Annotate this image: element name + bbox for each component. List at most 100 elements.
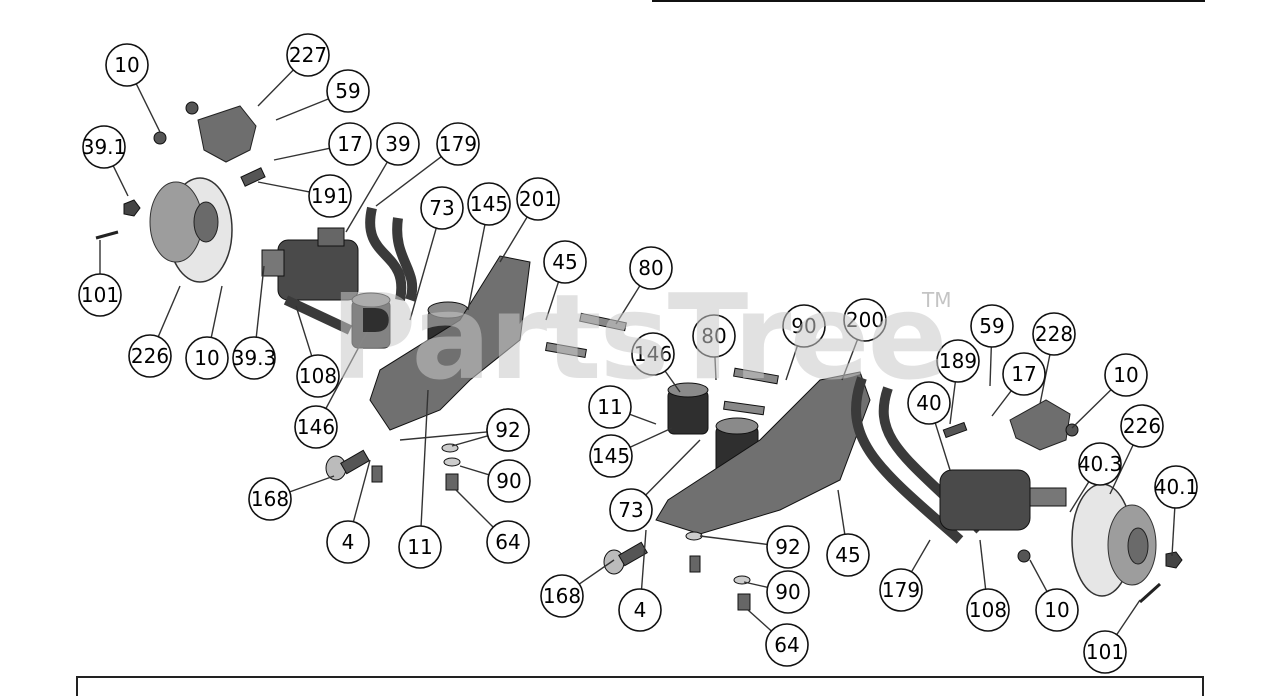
callout-59[interactable]: 59: [275, 69, 370, 121]
callout-circle: [486, 520, 530, 564]
callout-145[interactable]: 145: [589, 427, 673, 478]
hose-179-left[interactable]: [365, 206, 418, 302]
callout-90[interactable]: 90: [782, 304, 826, 381]
callout-39[interactable]: 39: [345, 122, 420, 233]
rod-end-168-left[interactable]: [325, 449, 370, 481]
bolt-90-left[interactable]: [545, 342, 587, 358]
callout-40-3[interactable]: 40.3: [1069, 442, 1122, 513]
callout-92[interactable]: 92: [699, 525, 810, 569]
nut-10-left[interactable]: [153, 131, 167, 145]
bolt-64-left-a[interactable]: [371, 465, 383, 483]
callout-145[interactable]: 145: [467, 182, 511, 311]
castle-nut-left[interactable]: [123, 199, 141, 217]
leader-line: [455, 489, 494, 528]
callout-circle: [588, 385, 632, 429]
washer-92-right[interactable]: [685, 531, 703, 541]
rod-end-168-right[interactable]: [603, 541, 648, 575]
callout-17[interactable]: 17: [991, 352, 1046, 417]
bolt-80-right-b[interactable]: [723, 400, 765, 416]
callout-90[interactable]: 90: [743, 570, 810, 614]
bolt-64-right-a[interactable]: [689, 555, 701, 573]
callout-4[interactable]: 4: [326, 459, 371, 564]
wheel-hub-right[interactable]: [1071, 483, 1157, 597]
bolt-64-right-b[interactable]: [737, 593, 751, 611]
hose-108-left[interactable]: [283, 295, 353, 335]
leader-line: [1071, 389, 1112, 429]
callout-45[interactable]: 45: [543, 240, 587, 321]
frame-bracket-201[interactable]: [369, 255, 531, 431]
callout-101[interactable]: 101: [78, 240, 122, 317]
callout-circle: [436, 122, 480, 166]
callout-189[interactable]: 189: [936, 339, 980, 425]
callout-45[interactable]: 45: [826, 489, 870, 577]
callout-227[interactable]: 227: [257, 33, 330, 107]
hydraulic-motor-left[interactable]: [261, 227, 359, 301]
cotter-pin-right[interactable]: [1138, 582, 1162, 604]
bracket-227[interactable]: [197, 105, 257, 163]
callout-40[interactable]: 40: [907, 381, 951, 471]
callout-64[interactable]: 64: [747, 609, 809, 667]
bolt-80-left[interactable]: [579, 312, 627, 332]
callout-101[interactable]: 101: [1083, 599, 1141, 674]
callout-39-3[interactable]: 39.3: [232, 265, 277, 380]
callout-168[interactable]: 168: [248, 475, 335, 521]
callout-80[interactable]: 80: [692, 314, 736, 381]
frame-bracket-200[interactable]: [655, 371, 871, 535]
callout-10[interactable]: 10: [1071, 353, 1148, 429]
callout-179[interactable]: 179: [375, 122, 480, 207]
callout-226[interactable]: 226: [1109, 404, 1164, 495]
callout-label: 39.1: [82, 135, 127, 159]
castle-nut-right[interactable]: [1165, 551, 1183, 569]
callout-59[interactable]: 59: [970, 304, 1014, 387]
leader-line: [1116, 599, 1141, 635]
callout-90[interactable]: 90: [459, 459, 531, 503]
hydraulic-motor-right[interactable]: [939, 469, 1067, 531]
callout-146[interactable]: 146: [631, 332, 681, 393]
callout-146[interactable]: 146: [294, 329, 369, 449]
nut-10-right-bottom[interactable]: [1017, 549, 1031, 563]
callout-226[interactable]: 226: [128, 285, 181, 378]
callout-label: 92: [775, 535, 800, 559]
callout-39-1[interactable]: 39.1: [82, 125, 129, 197]
callout-10[interactable]: 10: [105, 43, 161, 133]
callout-179[interactable]: 179: [879, 539, 931, 612]
wheel-hub-left[interactable]: [149, 177, 233, 283]
callout-108[interactable]: 108: [295, 305, 340, 398]
cotter-pin-left[interactable]: [95, 230, 119, 240]
callout-label: 168: [543, 584, 581, 608]
callout-4[interactable]: 4: [618, 529, 662, 632]
leader-line: [157, 285, 181, 337]
fitting-189[interactable]: [942, 421, 968, 439]
callout-circle: [1032, 312, 1076, 356]
bolt-80-right[interactable]: [733, 367, 779, 385]
callout-80[interactable]: 80: [615, 246, 673, 325]
isolator-146-right[interactable]: [667, 382, 709, 435]
nut-10-right-top[interactable]: [1065, 423, 1079, 437]
callout-201[interactable]: 201: [499, 177, 560, 263]
leader-line: [991, 390, 1012, 417]
callout-92[interactable]: 92: [399, 408, 530, 452]
callout-circle: [970, 304, 1014, 348]
callout-label: 4: [342, 530, 355, 554]
washer-90-left[interactable]: [443, 457, 461, 467]
callout-10[interactable]: 10: [185, 285, 229, 380]
callout-200[interactable]: 200: [841, 298, 887, 381]
isolator-146-left[interactable]: [351, 292, 391, 349]
callout-11[interactable]: 11: [398, 389, 442, 569]
bracket-228[interactable]: [1009, 399, 1071, 451]
callout-108[interactable]: 108: [966, 539, 1010, 632]
callout-64[interactable]: 64: [455, 489, 530, 564]
callout-168[interactable]: 168: [540, 559, 615, 618]
callout-10[interactable]: 10: [1029, 559, 1079, 632]
callout-40-1[interactable]: 40.1: [1154, 465, 1199, 557]
callout-191[interactable]: 191: [257, 174, 352, 218]
callout-73[interactable]: 73: [409, 186, 464, 321]
nut-10-top[interactable]: [185, 101, 199, 115]
fitting-191[interactable]: [240, 167, 266, 187]
top-rule: [652, 0, 1205, 2]
callout-73[interactable]: 73: [609, 439, 701, 532]
bolt-64-left-b[interactable]: [445, 473, 459, 491]
callout-11[interactable]: 11: [588, 385, 657, 429]
callout-17[interactable]: 17: [273, 122, 372, 166]
callout-228[interactable]: 228: [1032, 312, 1076, 405]
